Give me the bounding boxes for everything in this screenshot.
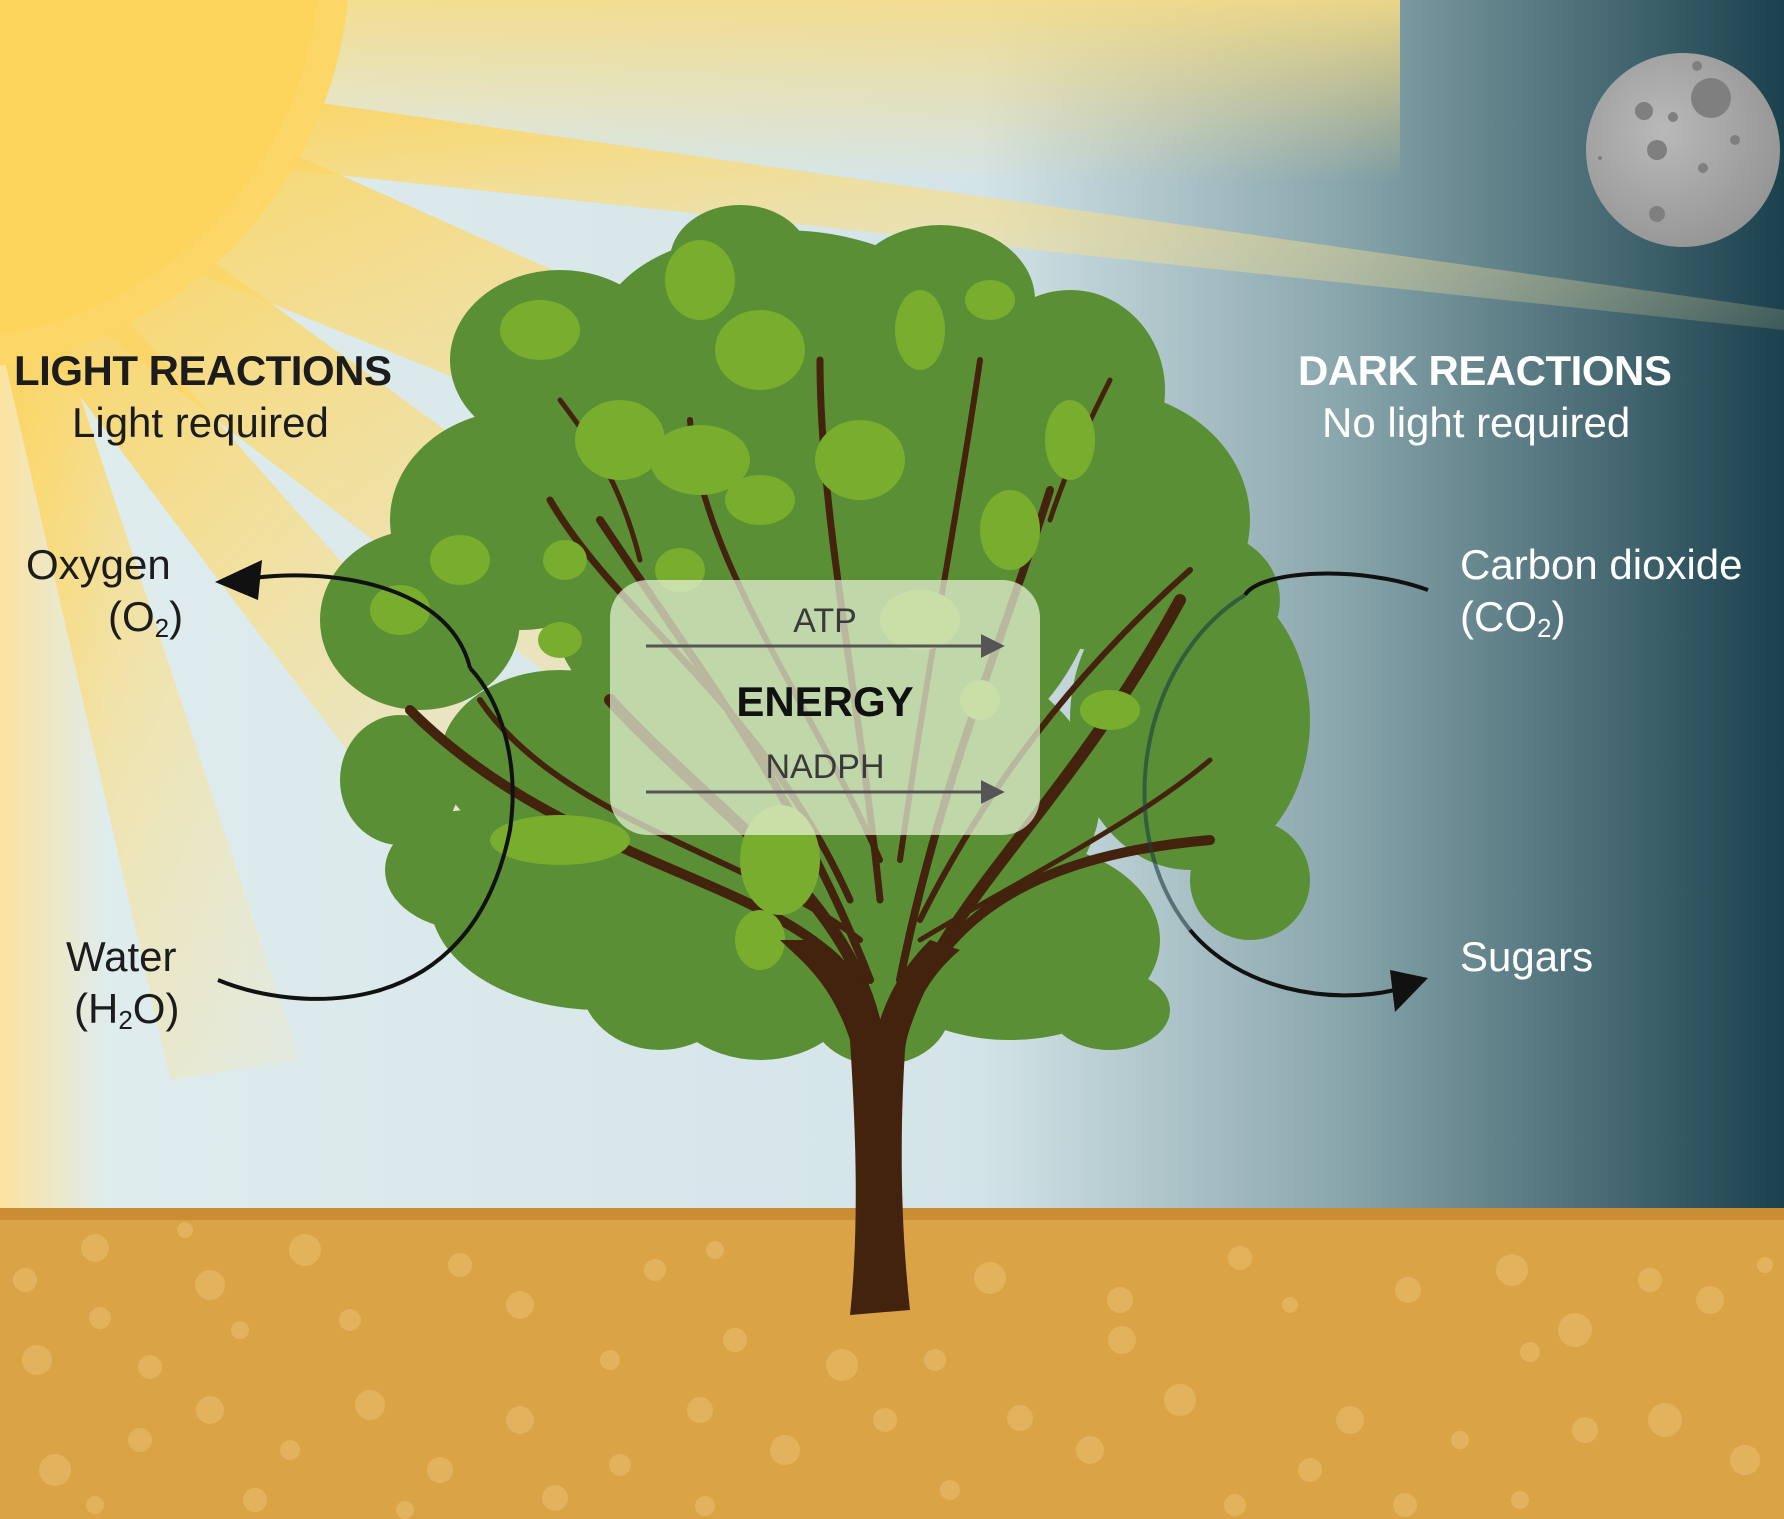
atp-label: ATP [793, 602, 857, 640]
light-reactions-heading: LIGHT REACTIONS [14, 347, 392, 394]
water-formula: (H2O) [74, 985, 180, 1035]
oxygen-arrowhead [215, 560, 262, 600]
carbon-dioxide-formula: (CO2) [1460, 593, 1566, 643]
oxygen-label: Oxygen [26, 541, 171, 588]
soil-texture [13, 1222, 1773, 1519]
oxygen-formula: (O2) [108, 593, 184, 643]
no-light-required-text: No light required [1322, 399, 1631, 446]
carbon-dioxide-label: Carbon dioxide [1460, 541, 1743, 588]
moon [1586, 53, 1780, 247]
sugars-label: Sugars [1460, 933, 1594, 980]
energy-arrows [646, 634, 1005, 804]
water-label: Water [66, 933, 177, 980]
light-required-text: Light required [72, 399, 329, 446]
energy-title: ENERGY [736, 678, 914, 725]
dark-reactions-heading: DARK REACTIONS [1298, 347, 1672, 394]
sugars-arrowhead [1390, 970, 1428, 1012]
tree-trunk [780, 940, 960, 1315]
oxygen-arrow [239, 573, 472, 669]
sugars-arrow [1188, 928, 1396, 998]
energy-panel: ATP ENERGY NADPH [610, 580, 1040, 835]
right-loop [1142, 593, 1247, 932]
water-arrow [217, 666, 515, 1001]
nadph-label: NADPH [765, 748, 885, 786]
co2-arrow [1243, 571, 1429, 597]
reaction-arrows [217, 571, 1429, 1001]
